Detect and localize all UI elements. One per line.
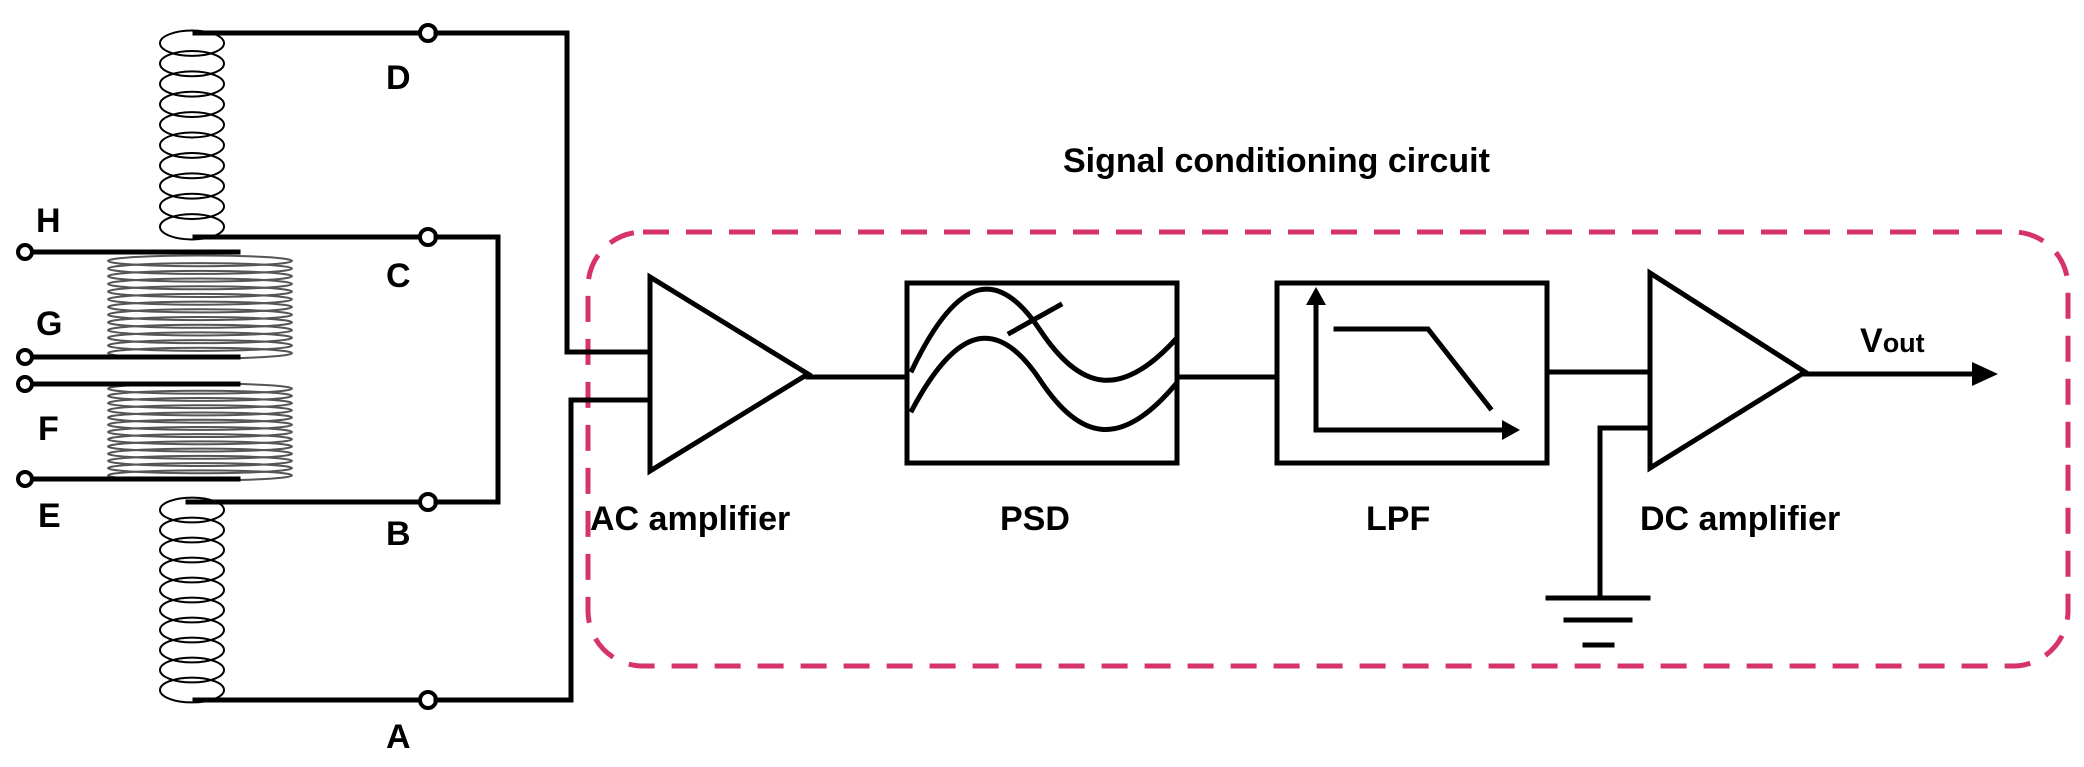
terminal-a: A — [386, 718, 411, 756]
primary-leads — [16, 243, 241, 488]
ac-amplifier-symbol — [647, 272, 813, 476]
secondary-leads — [185, 23, 438, 710]
coil-turn — [159, 596, 225, 624]
coil-turn — [159, 29, 225, 57]
terminal-c: C — [386, 257, 411, 295]
coil-turn — [107, 300, 293, 314]
interconnect-wires — [433, 30, 653, 703]
coil-turn — [159, 656, 225, 684]
coil-turn — [107, 269, 293, 283]
coil-turn — [159, 636, 225, 664]
dc-amplifier-symbol — [1647, 268, 1810, 473]
primary-coil-upper — [107, 254, 293, 360]
coil-turn — [107, 425, 293, 439]
coil-turn — [159, 131, 225, 159]
signal-conditioning-title: Signal conditioning circuit — [1063, 142, 1490, 180]
coil-turn — [159, 151, 225, 180]
terminal-g: G — [36, 305, 62, 343]
vout-main: V — [1860, 322, 1883, 360]
psd-block — [904, 280, 1180, 466]
primary-coil-lower — [107, 382, 293, 482]
coil-turn — [159, 49, 225, 78]
coil-turn — [107, 339, 293, 352]
coil-turn — [107, 440, 293, 453]
vout-label: Vout — [1860, 322, 1925, 360]
terminal-e: E — [38, 497, 61, 535]
coil-turn — [107, 418, 293, 431]
coil-turn — [159, 70, 225, 98]
coil-turn — [107, 308, 293, 322]
lpf-block — [1274, 280, 1550, 466]
coil-turn — [159, 536, 225, 564]
coil-turn — [159, 556, 225, 584]
coil-turn — [107, 277, 293, 291]
coil-turn — [107, 411, 293, 424]
signal-conditioning-region — [585, 229, 2071, 669]
coil-turn — [107, 292, 293, 306]
vout-subscript: out — [1883, 328, 1925, 358]
coil-turn — [107, 389, 293, 402]
secondary-coil-top — [159, 29, 225, 241]
coil-turn — [159, 576, 225, 604]
coil-turn — [159, 676, 225, 704]
coil-turn — [159, 111, 225, 139]
coil-turn — [159, 496, 225, 524]
coil-turn — [159, 213, 225, 241]
terminal-f: F — [38, 410, 59, 448]
coil-turn — [159, 90, 225, 119]
coil-turn — [159, 616, 225, 644]
lpf-label: LPF — [1366, 500, 1430, 538]
coil-turn — [107, 447, 293, 460]
coil-turn — [107, 316, 293, 329]
coil-turn — [107, 397, 293, 410]
coil-turn — [107, 462, 293, 475]
coil-turn — [107, 254, 293, 268]
output-arrow — [1972, 362, 1998, 386]
ac-amplifier-label: AC amplifier — [590, 500, 790, 538]
coil-turn — [159, 516, 225, 544]
coil-turn — [107, 331, 293, 345]
coil-turn — [159, 192, 225, 221]
psd-label: PSD — [1000, 500, 1070, 538]
dc-amplifier-label: DC amplifier — [1640, 500, 1840, 538]
coil-turn — [107, 454, 293, 467]
coil-turn — [107, 323, 293, 337]
coil-turn — [107, 262, 293, 275]
coil-turn — [107, 285, 293, 299]
terminal-b: B — [386, 515, 411, 553]
ground-symbol — [1545, 595, 1651, 648]
secondary-coil-bottom — [159, 496, 225, 704]
coil-turn — [107, 404, 293, 417]
terminal-d: D — [386, 59, 411, 97]
coil-turn — [159, 172, 225, 200]
coil-turn — [107, 433, 293, 446]
terminal-h: H — [36, 202, 61, 240]
